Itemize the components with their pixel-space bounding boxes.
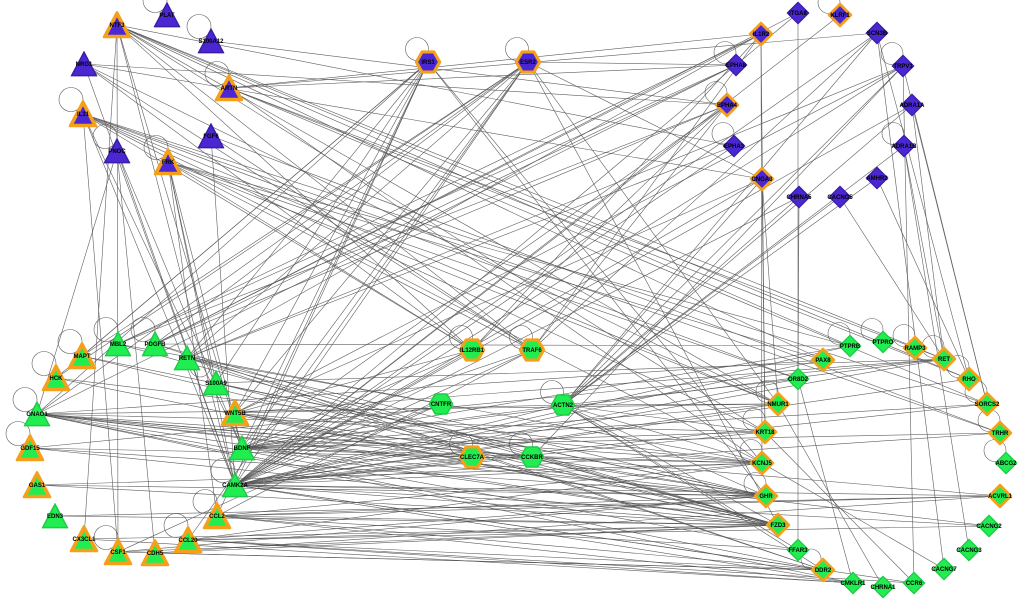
svg-text:IL31: IL31 bbox=[77, 112, 90, 118]
svg-text:CNTFR: CNTFR bbox=[431, 402, 452, 408]
svg-text:NMUR1: NMUR1 bbox=[767, 402, 789, 408]
svg-text:CAMK2A: CAMK2A bbox=[222, 483, 248, 489]
svg-text:FRK: FRK bbox=[162, 160, 175, 166]
svg-text:ESR2: ESR2 bbox=[520, 60, 536, 66]
svg-text:CCL20: CCL20 bbox=[178, 538, 198, 544]
svg-text:CX3CL1: CX3CL1 bbox=[72, 537, 96, 543]
svg-text:PDGFB: PDGFB bbox=[145, 342, 167, 348]
svg-text:IRS1: IRS1 bbox=[421, 60, 435, 66]
svg-text:EPHA3: EPHA3 bbox=[724, 144, 745, 150]
svg-text:CCR6: CCR6 bbox=[906, 581, 923, 587]
svg-text:WNT5B: WNT5B bbox=[224, 411, 246, 417]
svg-text:ADRA1A: ADRA1A bbox=[899, 103, 925, 109]
svg-text:ACVRL1: ACVRL1 bbox=[988, 494, 1013, 500]
svg-text:PLAT: PLAT bbox=[159, 13, 175, 19]
svg-text:CACNG7: CACNG7 bbox=[931, 567, 957, 573]
svg-text:NTF3: NTF3 bbox=[110, 23, 126, 29]
svg-text:IL1R2: IL1R2 bbox=[753, 32, 770, 38]
svg-text:EPHA8: EPHA8 bbox=[726, 63, 747, 69]
svg-text:HCK: HCK bbox=[50, 376, 64, 382]
svg-text:RETN: RETN bbox=[179, 356, 195, 362]
svg-text:KCNJ5: KCNJ5 bbox=[752, 461, 772, 467]
svg-text:GAS1: GAS1 bbox=[29, 483, 46, 489]
svg-text:CACNG5: CACNG5 bbox=[827, 195, 853, 201]
svg-text:KRT18: KRT18 bbox=[755, 430, 775, 436]
svg-text:S100A12: S100A12 bbox=[198, 39, 224, 45]
svg-text:BDNF: BDNF bbox=[234, 446, 251, 452]
svg-text:FGF6: FGF6 bbox=[203, 134, 219, 140]
svg-text:ACTN2: ACTN2 bbox=[553, 403, 574, 409]
svg-text:MBL2: MBL2 bbox=[110, 342, 127, 348]
svg-text:CACNG2: CACNG2 bbox=[976, 524, 1002, 530]
svg-text:ITGA8: ITGA8 bbox=[789, 11, 807, 17]
svg-text:GDF15: GDF15 bbox=[20, 446, 40, 452]
svg-text:SCN3B: SCN3B bbox=[867, 31, 888, 37]
svg-text:AMHR2: AMHR2 bbox=[866, 176, 888, 182]
svg-text:CHRNA5: CHRNA5 bbox=[786, 195, 812, 201]
svg-text:PAX8: PAX8 bbox=[815, 358, 831, 364]
svg-text:CSF1: CSF1 bbox=[110, 550, 126, 556]
svg-text:ABCG2: ABCG2 bbox=[995, 461, 1017, 467]
svg-text:IL12RB1: IL12RB1 bbox=[460, 348, 485, 354]
svg-text:CMKLR1: CMKLR1 bbox=[841, 581, 867, 587]
svg-text:CNGA3: CNGA3 bbox=[751, 177, 773, 183]
svg-text:TRHR: TRHR bbox=[992, 431, 1009, 437]
svg-text:S100A9: S100A9 bbox=[205, 381, 227, 387]
svg-text:PNOC: PNOC bbox=[108, 149, 126, 155]
svg-text:CDH5: CDH5 bbox=[147, 551, 164, 557]
svg-text:TRPV1: TRPV1 bbox=[893, 64, 913, 70]
svg-text:KLRF1: KLRF1 bbox=[830, 13, 850, 19]
svg-text:PTPRB: PTPRB bbox=[840, 344, 861, 350]
svg-text:FZD3: FZD3 bbox=[771, 523, 787, 529]
svg-text:CLEC7A: CLEC7A bbox=[460, 455, 485, 461]
svg-text:GNAO1: GNAO1 bbox=[26, 412, 48, 418]
svg-text:CACNG3: CACNG3 bbox=[956, 548, 982, 554]
svg-text:RET: RET bbox=[938, 357, 950, 363]
svg-text:RAMP3: RAMP3 bbox=[904, 346, 926, 352]
svg-text:CHRNA1: CHRNA1 bbox=[870, 585, 896, 591]
svg-text:OR8D2: OR8D2 bbox=[788, 377, 809, 383]
svg-text:RHO: RHO bbox=[962, 377, 976, 383]
svg-text:FFAR3: FFAR3 bbox=[788, 548, 808, 554]
svg-text:ARTN: ARTN bbox=[221, 86, 238, 92]
svg-text:SORCS2: SORCS2 bbox=[975, 402, 1000, 408]
svg-text:PTPRO: PTPRO bbox=[873, 340, 894, 346]
svg-text:CCL2: CCL2 bbox=[209, 514, 225, 520]
svg-text:TRAF6: TRAF6 bbox=[522, 348, 542, 354]
svg-text:CCKBR: CCKBR bbox=[521, 455, 543, 461]
svg-text:EDN3: EDN3 bbox=[47, 514, 64, 520]
svg-text:DDR2: DDR2 bbox=[815, 568, 832, 574]
svg-text:MAPT: MAPT bbox=[74, 354, 91, 360]
svg-text:NRG1: NRG1 bbox=[76, 62, 93, 68]
svg-text:EPHA4: EPHA4 bbox=[717, 103, 738, 109]
svg-text:ADRA1B: ADRA1B bbox=[891, 144, 917, 150]
svg-text:GHR: GHR bbox=[759, 494, 773, 500]
